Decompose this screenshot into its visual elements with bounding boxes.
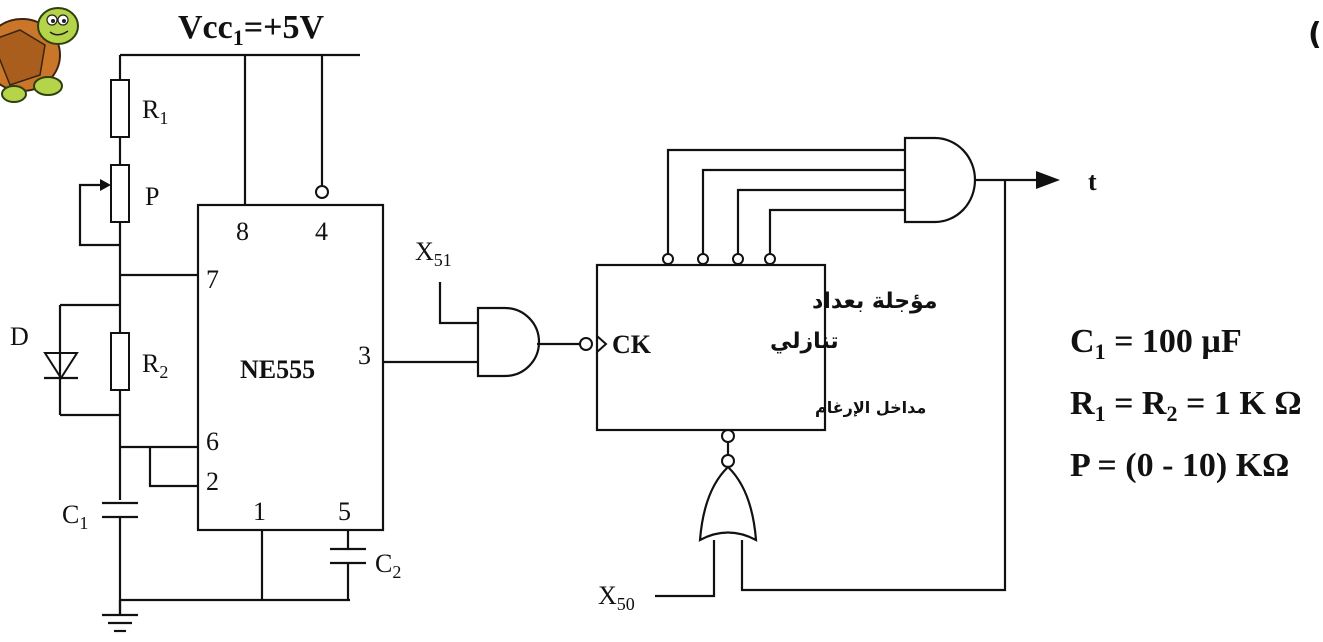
r2-label: R2 [142, 349, 168, 382]
component-values: C1 = 100 µF R1 = R2 = 1 K Ω P = (0 - 10)… [1070, 323, 1302, 484]
supply-label: Vcc1=+5V [178, 9, 324, 50]
down-counter [595, 263, 827, 432]
figure-title: دارة التأجيل لتبريد القالب(الشكل 1) [1308, 14, 1323, 52]
resistor-r1 [110, 79, 130, 138]
turtle-mascot-icon [0, 7, 79, 103]
and-gate-output [903, 136, 977, 224]
ne555-label: NE555 [240, 355, 315, 384]
value-r: R1 = R2 = 1 K Ω [1070, 385, 1302, 426]
feedback-wire [740, 180, 1007, 592]
x50-wire [655, 540, 716, 598]
diode-d [43, 352, 79, 380]
c2-label: C2 [375, 549, 401, 582]
pot-wiper-arrow [100, 179, 111, 191]
pin6-label: 6 [206, 427, 219, 456]
p-label: P [145, 182, 159, 211]
and-gate-clock [476, 306, 541, 378]
output-arrow-icon [1036, 171, 1060, 189]
value-p: P = (0 - 10) KΩ [1070, 447, 1289, 484]
counter-line1: مؤجلة بعداد [812, 289, 937, 314]
value-c1: C1 = 100 µF [1070, 323, 1242, 364]
pin4-label: 4 [315, 217, 328, 246]
pin2-label: 2 [206, 467, 219, 496]
preset-bubble [721, 429, 735, 443]
x50-label: X50 [598, 581, 635, 614]
nor-output-bubble [721, 454, 735, 468]
resistor-r2 [110, 332, 130, 391]
nor-gate [698, 465, 758, 542]
ground-icon [102, 600, 138, 633]
potentiometer-p [110, 164, 130, 223]
pin5-label: 5 [338, 497, 351, 526]
pot-wiper-wire [78, 183, 120, 247]
supply-rail [118, 53, 360, 205]
ne555-timer [196, 203, 385, 532]
x51-label: X51 [415, 237, 452, 270]
x51-wire [438, 282, 478, 325]
d-label: D [10, 322, 29, 351]
r1-label: R1 [142, 95, 168, 128]
output-label: t [1088, 167, 1097, 196]
pin8-label: 8 [236, 217, 249, 246]
counter-preset-label: مداخل الإرغام [815, 398, 926, 417]
pin2-wire [148, 447, 198, 488]
ck-label: CK [612, 330, 652, 359]
counter-line2: تنازلي [770, 329, 839, 354]
c1-label: C1 [62, 500, 88, 533]
pin1-label: 1 [253, 497, 266, 526]
ck-inverter-bubble [579, 337, 593, 351]
pin7-label: 7 [206, 265, 219, 294]
clock-edge-marker [596, 335, 608, 353]
pin3-label: 3 [358, 341, 371, 370]
pin4-inverter-bubble [315, 185, 329, 199]
counter-output-wires [662, 148, 905, 265]
